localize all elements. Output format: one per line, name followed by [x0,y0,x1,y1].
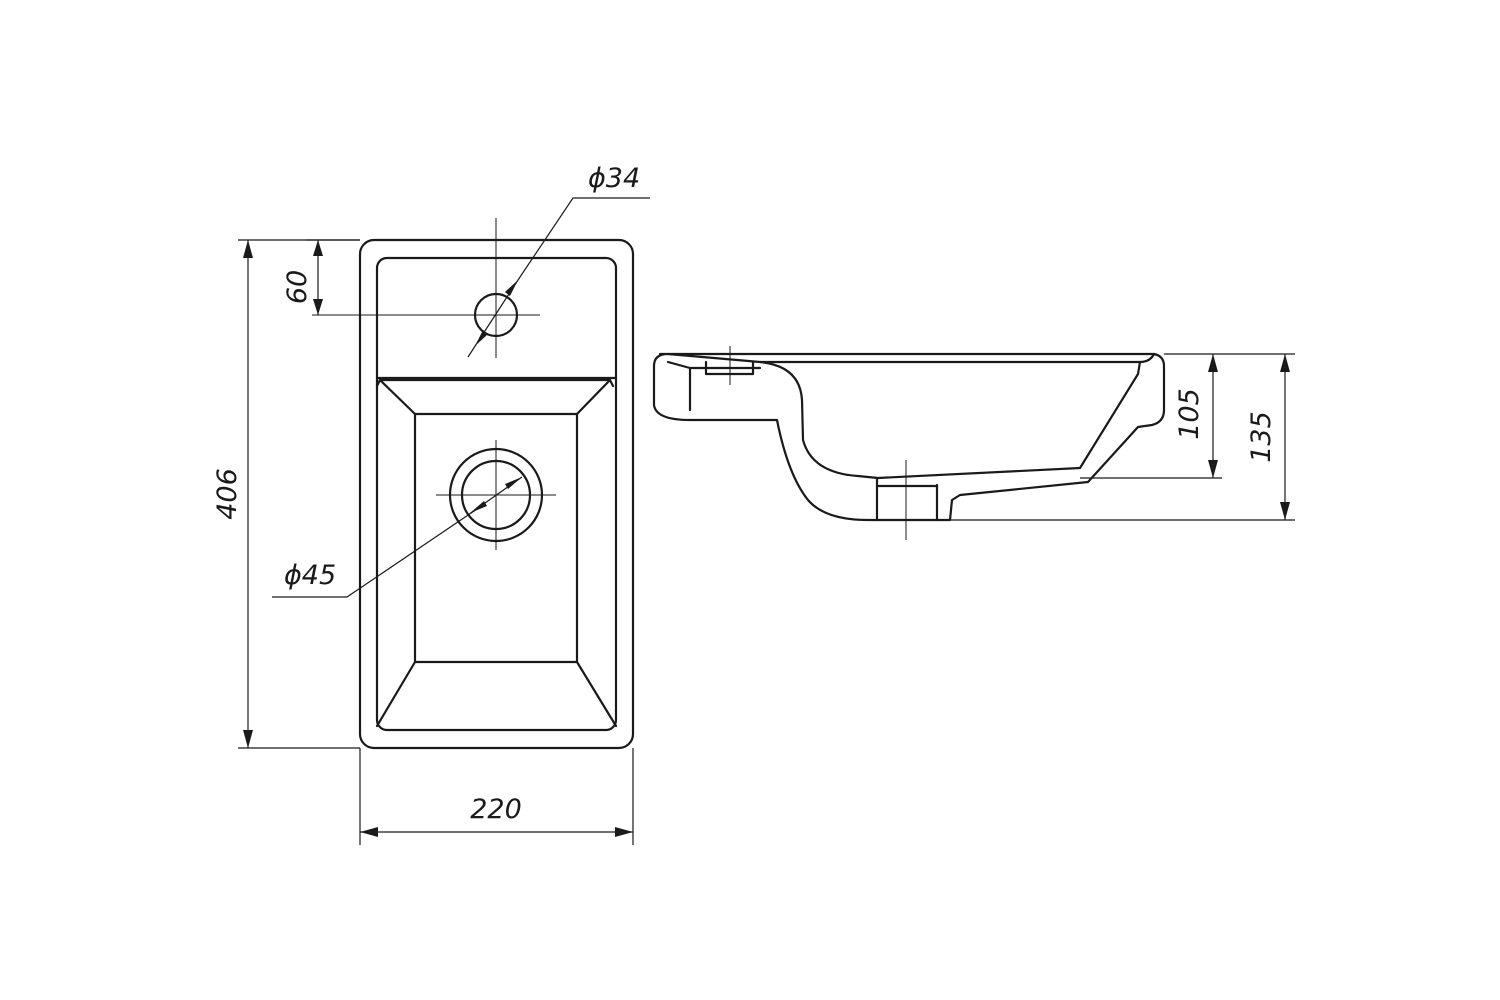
side-outer-profile [652,352,1166,522]
dimension-60-label: 60 [282,270,313,304]
dimension-220-label: 220 [470,794,522,825]
side-rim-line [666,352,1156,364]
dimension-105-label: 105 [1174,388,1205,440]
side-drain-boss [875,476,939,522]
dimension-220: 220 [359,748,634,845]
dimension-phi34-label: ϕ34 [588,163,640,194]
side-front-inner [666,360,762,412]
dimension-406: 406 [212,239,360,749]
side-bowl-inner [758,360,1142,480]
dimension-60: 60 [282,239,360,315]
side-view [652,346,1166,540]
dimension-phi34: ϕ34 [467,163,650,358]
faucet-hole-centerline [312,218,540,358]
top-view [312,218,635,750]
dimension-phi45-label: ϕ45 [284,560,336,591]
dimension-105: 105 [1080,353,1222,479]
dimension-135: 135 [950,353,1295,521]
dimension-406-label: 406 [212,468,243,520]
dimension-135-label: 135 [1246,411,1277,463]
bowl-slope-lines [375,378,618,728]
bowl-upper-edge [375,378,615,388]
bowl-floor [413,412,579,664]
dimension-phi45: ϕ45 [272,476,523,598]
